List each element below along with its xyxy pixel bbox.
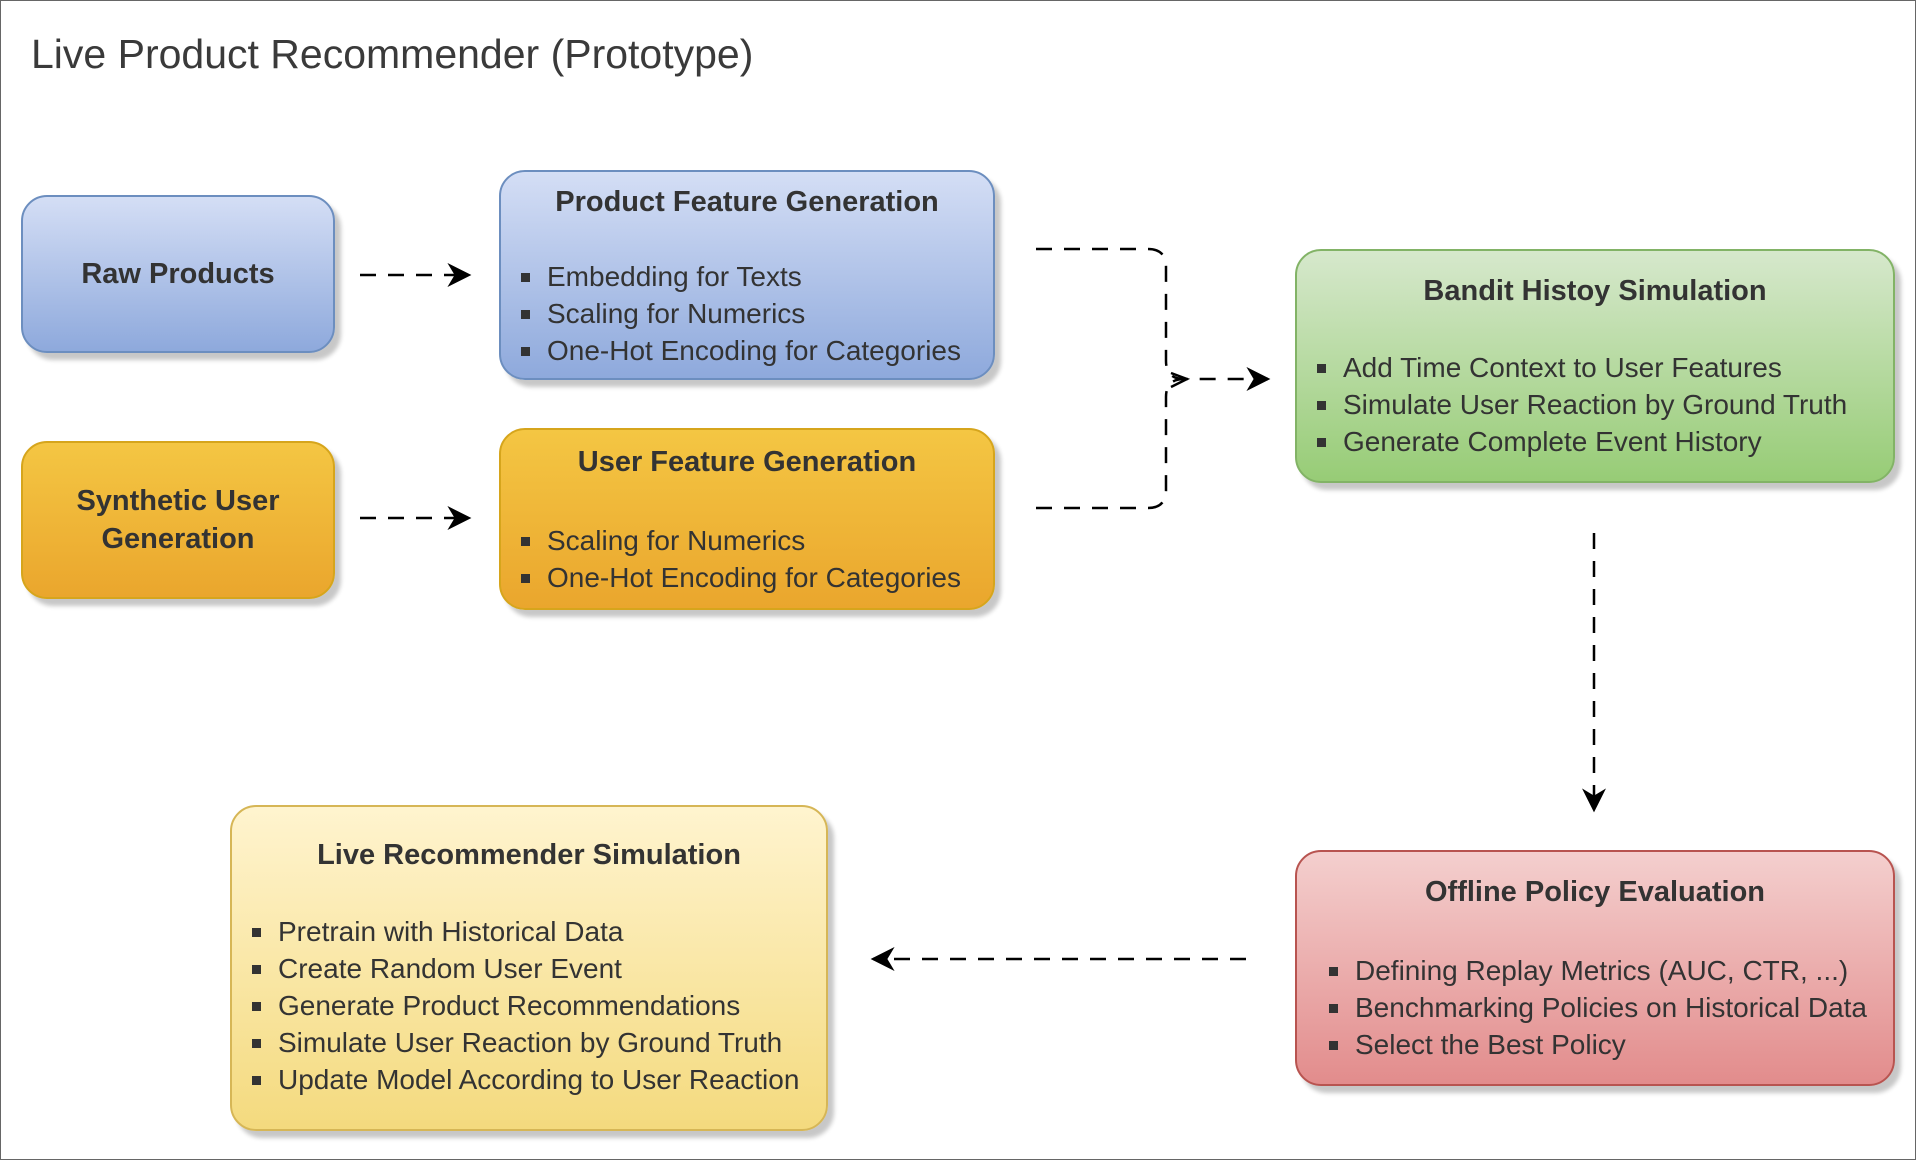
bandit-history-simulation-title: Bandit Histoy Simulation [1423, 275, 1767, 307]
list-item: Pretrain with Historical Data [250, 913, 799, 950]
list-item: Update Model According to User Reaction [250, 1061, 799, 1098]
synthetic-user-label-line2: Generation [101, 523, 255, 555]
list-item: Add Time Context to User Features [1315, 349, 1847, 386]
edge-merge-chevron [1170, 371, 1191, 389]
user-feature-generation-title: User Feature Generation [577, 446, 917, 478]
list-item: Simulate User Reaction by Ground Truth [250, 1024, 799, 1061]
list-item: Scaling for Numerics [519, 295, 961, 332]
raw-products-node: Raw Products [21, 195, 335, 353]
product-feature-list: Embedding for Texts Scaling for Numerics… [519, 258, 961, 369]
synthetic-user-generation-node: Synthetic User Generation [21, 441, 335, 599]
list-item: One-Hot Encoding for Categories [519, 332, 961, 369]
synthetic-user-label-line1: Synthetic User [76, 485, 280, 517]
live-recommender-simulation-title: Live Recommender Simulation [317, 839, 741, 871]
product-feature-generation-title: Product Feature Generation [555, 186, 939, 218]
list-item: Generate Product Recommendations [250, 987, 799, 1024]
user-feature-list: Scaling for Numerics One-Hot Encoding fo… [519, 522, 961, 596]
list-item: Create Random User Event [250, 950, 799, 987]
raw-products-label: Raw Products [81, 258, 275, 290]
diagram-title: Live Product Recommender (Prototype) [31, 31, 754, 77]
user-feature-generation-node: User Feature Generation Scaling for Nume… [499, 428, 995, 610]
bandit-history-list: Add Time Context to User Features Simula… [1315, 349, 1847, 460]
edge-product-features-to-bandit [1036, 247, 1271, 391]
offline-policy-evaluation-title: Offline Policy Evaluation [1424, 876, 1765, 908]
offline-policy-list: Defining Replay Metrics (AUC, CTR, ...) … [1327, 952, 1867, 1063]
live-recommender-list: Pretrain with Historical Data Create Ran… [250, 913, 799, 1098]
list-item: Scaling for Numerics [519, 522, 961, 559]
list-item: Select the Best Policy [1327, 1026, 1867, 1063]
list-item: Benchmarking Policies on Historical Data [1327, 989, 1867, 1026]
list-item: Generate Complete Event History [1315, 423, 1847, 460]
list-item: Simulate User Reaction by Ground Truth [1315, 386, 1847, 423]
offline-policy-evaluation-node: Offline Policy Evaluation Defining Repla… [1295, 850, 1895, 1086]
edge-user-features-to-bandit [1036, 377, 1185, 510]
product-feature-generation-node: Product Feature Generation Embedding for… [499, 170, 995, 380]
list-item: Defining Replay Metrics (AUC, CTR, ...) [1327, 952, 1867, 989]
list-item: One-Hot Encoding for Categories [519, 559, 961, 596]
bandit-history-simulation-node: Bandit Histoy Simulation Add Time Contex… [1295, 249, 1895, 483]
list-item: Embedding for Texts [519, 258, 961, 295]
live-recommender-simulation-node: Live Recommender Simulation Pretrain wit… [230, 805, 828, 1131]
